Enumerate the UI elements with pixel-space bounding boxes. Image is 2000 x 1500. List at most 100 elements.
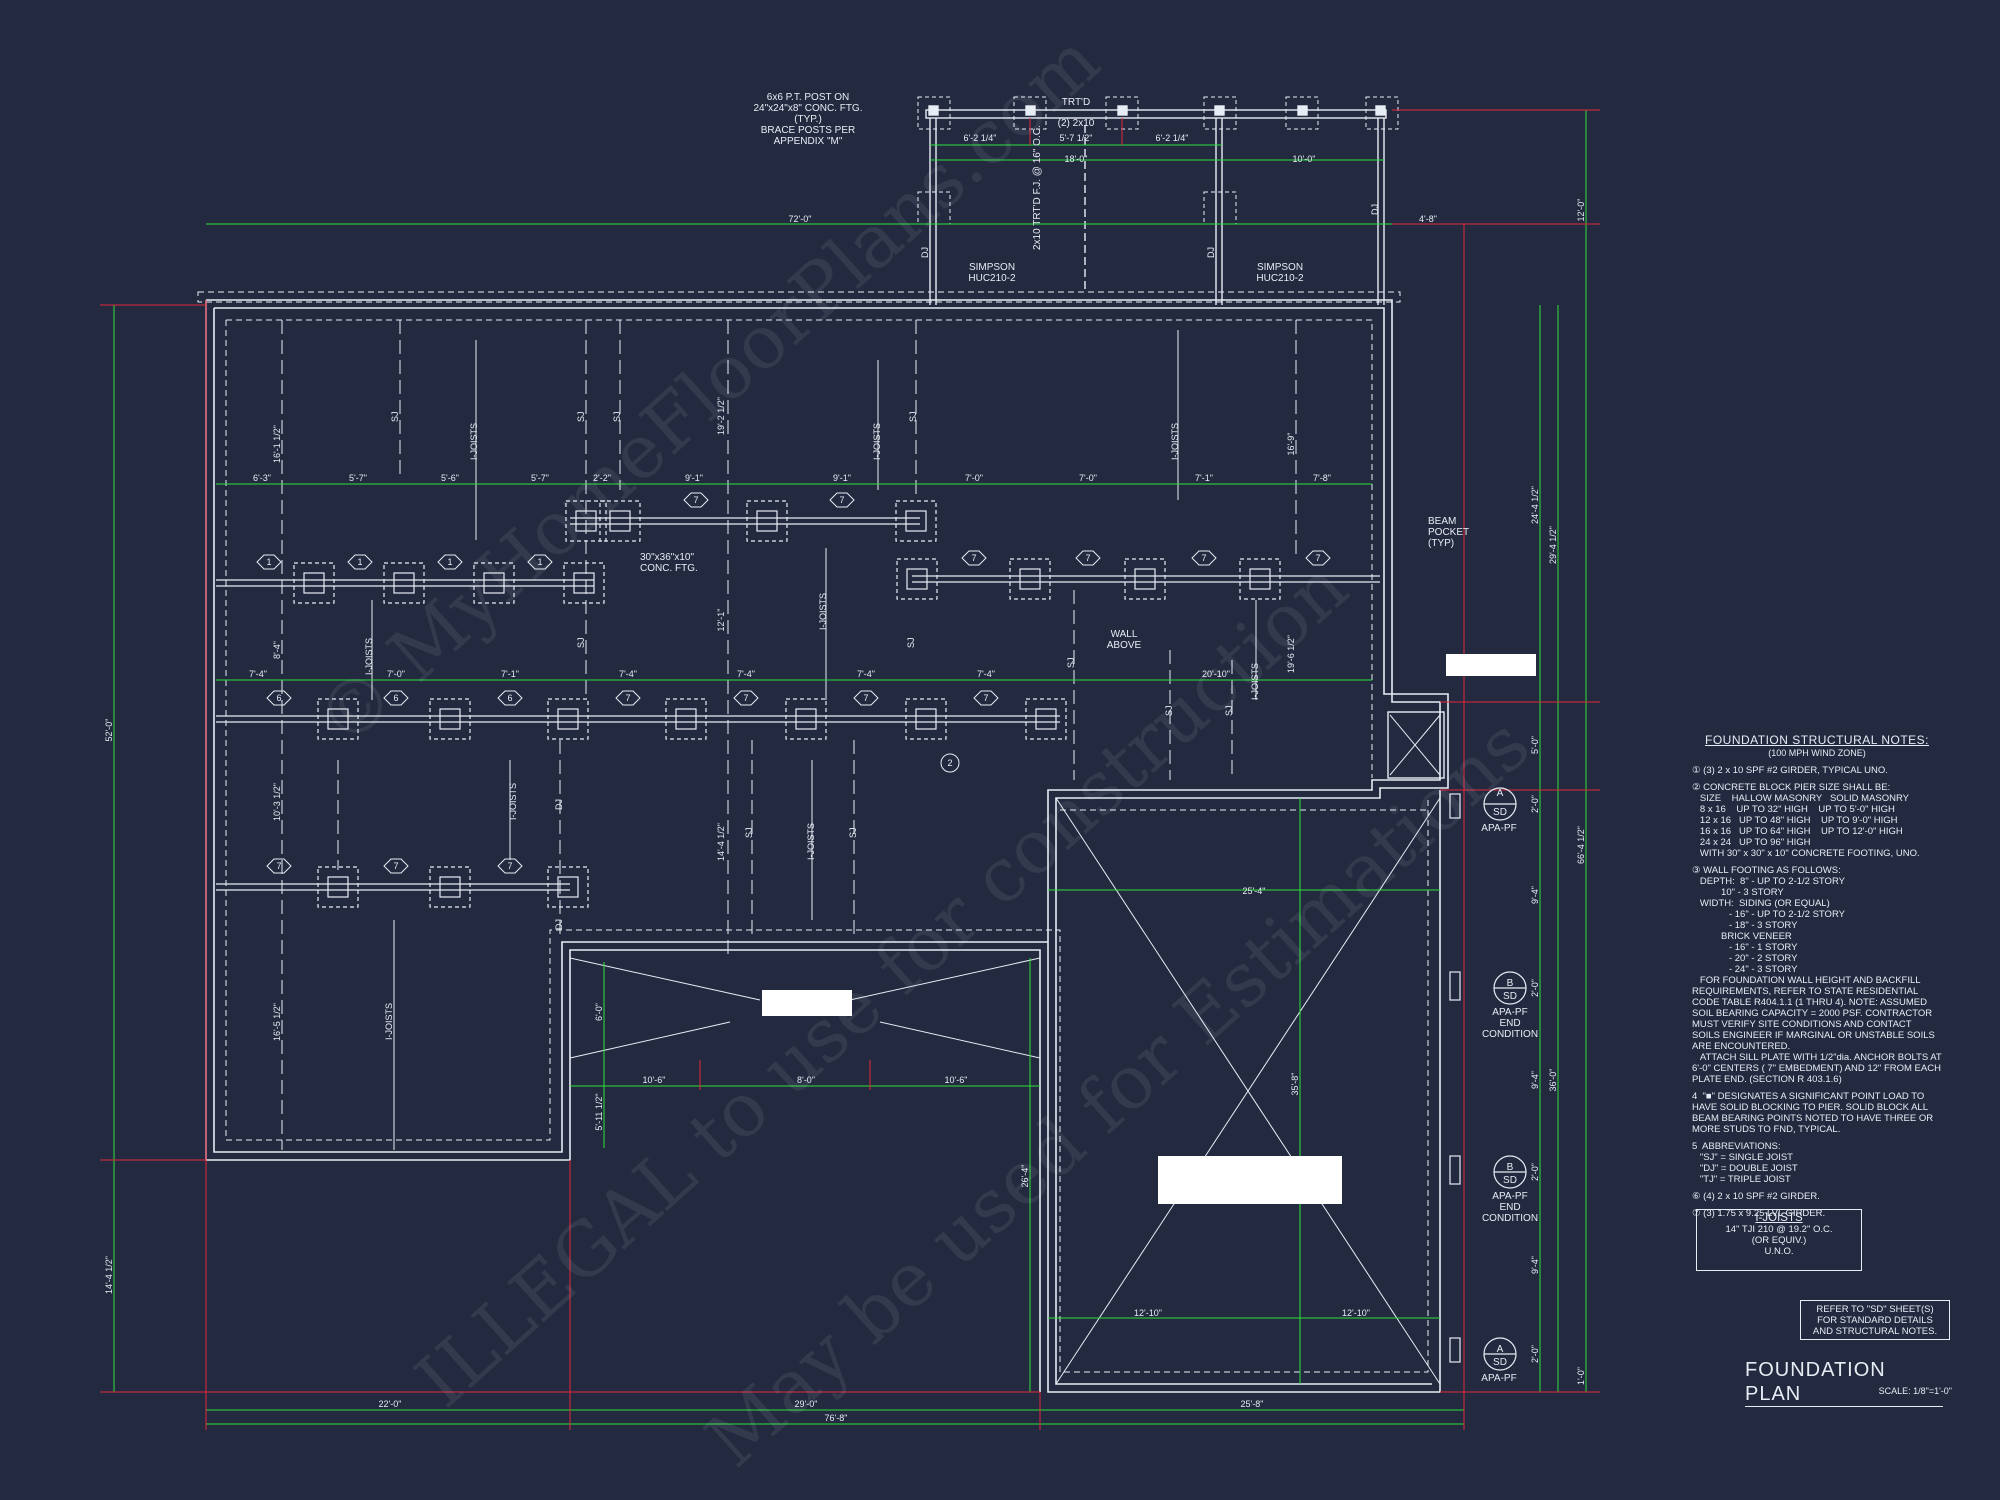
ijoist-line: (OR EQUIV.): [1751, 1235, 1807, 1246]
svg-text:6'-2 1/4": 6'-2 1/4": [1156, 133, 1189, 143]
svg-text:16'-5 1/2": 16'-5 1/2": [272, 1003, 282, 1041]
ijoist-line: 14" TJI 210 @ 19.2" O.C.: [1725, 1224, 1833, 1235]
reference-line: FOR STANDARD DETAILS: [1817, 1315, 1933, 1326]
svg-text:APA-PF: APA-PF: [1481, 823, 1516, 834]
svg-text:7: 7: [1315, 553, 1320, 563]
svg-text:12'-1": 12'-1": [716, 609, 726, 632]
svg-text:10'-0": 10'-0": [1293, 154, 1316, 164]
svg-text:7'-8": 7'-8": [1313, 473, 1331, 483]
svg-text:16'-9": 16'-9": [1286, 433, 1296, 456]
svg-text:2'-0": 2'-0": [1530, 979, 1540, 997]
svg-text:6'-0": 6'-0": [594, 1003, 604, 1021]
reference-box: REFER TO "SD" SHEET(S) FOR STANDARD DETA…: [1800, 1300, 1950, 1340]
svg-text:BRACE POSTS PER: BRACE POSTS PER: [761, 125, 855, 136]
svg-text:9'-4": 9'-4": [1530, 1071, 1540, 1089]
svg-text:7: 7: [625, 693, 630, 703]
svg-text:END: END: [1499, 1018, 1520, 1029]
slab-crosses: [569, 714, 1441, 1385]
svg-text:DJ: DJ: [1370, 204, 1380, 215]
svg-text:DJ: DJ: [920, 247, 930, 258]
svg-text:CONDITION: CONDITION: [1482, 1213, 1538, 1224]
svg-text:1: 1: [537, 557, 542, 567]
svg-text:7: 7: [1085, 553, 1090, 563]
svg-text:SJ: SJ: [1224, 705, 1234, 716]
svg-text:1: 1: [357, 557, 362, 567]
svg-text:7: 7: [1201, 553, 1206, 563]
svg-text:19'-2 1/2": 19'-2 1/2": [716, 397, 726, 435]
svg-text:7: 7: [276, 861, 281, 871]
deck-framing: [917, 96, 1399, 305]
reference-line: AND STRUCTURAL NOTES.: [1812, 1326, 1938, 1337]
svg-text:APA-PF: APA-PF: [1481, 1373, 1516, 1384]
svg-text:12'-10": 12'-10": [1342, 1308, 1370, 1318]
svg-text:8'-4": 8'-4": [272, 641, 282, 659]
svg-text:9'-1": 9'-1": [685, 473, 703, 483]
note-item: ② CONCRETE BLOCK PIER SIZE SHALL BE: SIZ…: [1692, 782, 1920, 859]
svg-text:7'-0": 7'-0": [1079, 473, 1097, 483]
svg-text:7'-1": 7'-1": [1195, 473, 1213, 483]
svg-text:SIMPSON: SIMPSON: [969, 262, 1015, 273]
svg-text:24"x24"x8" CONC. FTG.: 24"x24"x8" CONC. FTG.: [753, 103, 862, 114]
note-item: 4 "■" DESIGNATES A SIGNIFICANT POINT LOA…: [1692, 1091, 1936, 1135]
reference-line: REFER TO "SD" SHEET(S): [1816, 1304, 1934, 1315]
structural-notes: FOUNDATION STRUCTURAL NOTES: (100 MPH WI…: [1692, 734, 1942, 1225]
svg-text:DJ: DJ: [554, 799, 564, 810]
chase-box: [1387, 711, 1445, 779]
svg-text:BEAM: BEAM: [1428, 516, 1456, 527]
svg-text:SJ: SJ: [390, 411, 400, 422]
svg-text:7'-4": 7'-4": [249, 669, 267, 679]
svg-text:6'-2 1/4": 6'-2 1/4": [964, 133, 997, 143]
svg-text:36'-0": 36'-0": [1548, 1069, 1558, 1092]
svg-text:I-JOISTS: I-JOISTS: [508, 783, 518, 820]
svg-text:A: A: [1497, 1344, 1504, 1355]
extension-lines: [100, 109, 1600, 1430]
drawing-scale: SCALE: 1/8"=1'-0": [1878, 1386, 1952, 1396]
svg-text:CONC. FTG.: CONC. FTG.: [640, 563, 698, 574]
svg-text:B: B: [1507, 978, 1514, 989]
svg-text:10'-3 1/2": 10'-3 1/2": [272, 783, 282, 821]
svg-text:1: 1: [447, 557, 452, 567]
svg-text:7: 7: [983, 693, 988, 703]
svg-text:5'-7 1/2": 5'-7 1/2": [1060, 133, 1093, 143]
redaction-box: [1158, 1156, 1342, 1204]
svg-text:POCKET: POCKET: [1428, 527, 1469, 538]
svg-text:(2) 2x10: (2) 2x10: [1058, 118, 1095, 129]
svg-text:5'-11 1/2": 5'-11 1/2": [594, 1093, 604, 1130]
svg-text:24'-4 1/2": 24'-4 1/2": [1530, 486, 1540, 524]
svg-text:HUC210-2: HUC210-2: [1256, 273, 1304, 284]
svg-text:ABOVE: ABOVE: [1107, 640, 1142, 651]
joist-lines: [281, 320, 1297, 1150]
svg-text:22'-0": 22'-0": [379, 1399, 402, 1409]
svg-text:66'-4 1/2": 66'-4 1/2": [1576, 826, 1586, 864]
svg-text:6: 6: [393, 693, 398, 703]
svg-text:7'-0": 7'-0": [387, 669, 405, 679]
svg-text:1: 1: [266, 557, 271, 567]
svg-text:8'-0": 8'-0": [797, 1075, 815, 1085]
svg-text:SJ: SJ: [576, 637, 586, 648]
svg-text:29'-0": 29'-0": [795, 1399, 818, 1409]
svg-text:10'-6": 10'-6": [643, 1075, 666, 1085]
note-item: ⑥ (4) 2 x 10 SPF #2 GIRDER.: [1692, 1191, 1820, 1202]
svg-text:52'-0": 52'-0": [104, 719, 114, 742]
svg-text:5'-6": 5'-6": [441, 473, 459, 483]
svg-text:7'-0": 7'-0": [965, 473, 983, 483]
svg-text:I-JOISTS: I-JOISTS: [1170, 423, 1180, 460]
ijoist-title: I-JOISTS: [1755, 1212, 1803, 1224]
svg-text:9'-4": 9'-4": [1530, 1256, 1540, 1274]
svg-text:CONDITION: CONDITION: [1482, 1029, 1538, 1040]
svg-text:26'-4": 26'-4": [1020, 1165, 1030, 1188]
svg-text:I-JOISTS: I-JOISTS: [384, 1003, 394, 1040]
svg-text:I-JOISTS: I-JOISTS: [469, 423, 479, 460]
drawing-title: FOUNDATION PLAN: [1745, 1358, 1943, 1407]
svg-text:(TYP.): (TYP.): [794, 114, 822, 125]
svg-text:SJ: SJ: [908, 411, 918, 422]
svg-text:6'-3": 6'-3": [253, 473, 271, 483]
svg-text:I-JOISTS: I-JOISTS: [872, 423, 882, 460]
svg-text:35'-8": 35'-8": [1290, 1073, 1300, 1096]
svg-text:I-JOISTS: I-JOISTS: [364, 638, 374, 675]
svg-text:SIMPSON: SIMPSON: [1257, 262, 1303, 273]
svg-text:SD: SD: [1503, 991, 1517, 1002]
svg-text:5'-7": 5'-7": [349, 473, 367, 483]
svg-text:SJ: SJ: [612, 411, 622, 422]
svg-text:2'-0": 2'-0": [1530, 795, 1540, 813]
